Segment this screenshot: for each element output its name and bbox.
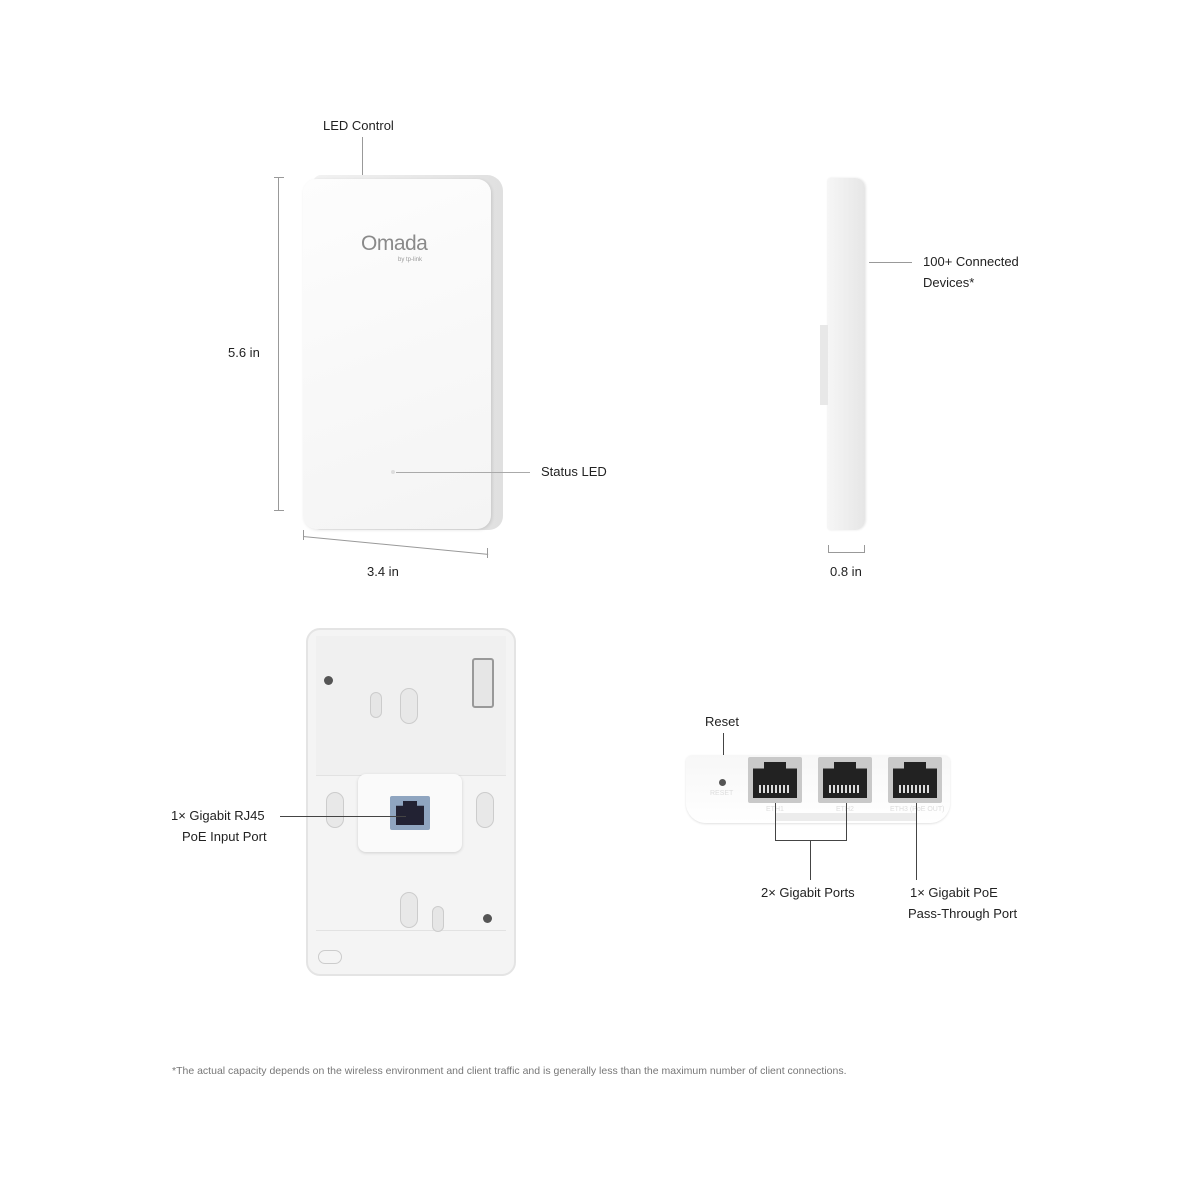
width-dimension-line [302, 536, 489, 555]
side-device [827, 178, 865, 530]
keyhole-slot [432, 906, 444, 932]
height-label: 5.6 in [228, 345, 260, 360]
screw-icon [324, 676, 333, 685]
mount-slot [476, 792, 494, 828]
led-control-leader [362, 137, 363, 177]
connected-label-line2: Devices* [923, 275, 975, 290]
gigabit-leader-stem [810, 840, 811, 880]
mount-latch [472, 658, 494, 708]
status-led-leader [396, 472, 530, 473]
mount-slot [326, 792, 344, 828]
footnote: *The actual capacity depends on the wire… [172, 1065, 847, 1077]
reset-print: RESET [710, 790, 734, 797]
label-window [318, 950, 342, 964]
brand-sublogo: by tp-link [398, 257, 423, 263]
port-print-1: ETH1 [766, 806, 784, 813]
gigabit-bracket [775, 840, 847, 841]
depth-label: 0.8 in [830, 564, 862, 579]
depth-tick-right [864, 545, 865, 553]
height-tick-bottom [274, 510, 284, 511]
back-device [306, 628, 516, 976]
ethernet-port-1 [748, 757, 802, 803]
height-dimension-line [278, 177, 279, 511]
led-control-label: LED Control [323, 118, 394, 133]
brand-logo: Omada [361, 232, 428, 255]
rj45-input-port [390, 796, 430, 830]
mount-slot [400, 688, 418, 724]
port-print-3: ETH3 (PoE OUT) [890, 806, 945, 813]
connected-leader [869, 262, 912, 263]
ethernet-port-3-poe-out [888, 757, 942, 803]
depth-tick-left [828, 545, 829, 553]
passthrough-leader [916, 803, 917, 880]
connected-label-line1: 100+ Connected [923, 254, 1019, 269]
reset-button [719, 779, 726, 786]
passthrough-label-line1: 1× Gigabit PoE [910, 885, 998, 900]
status-led-label: Status LED [541, 464, 607, 479]
port-print-2: ETH2 [836, 806, 854, 813]
screw-icon [483, 914, 492, 923]
front-device: Omada by tp-link [303, 175, 503, 530]
mount-slot [400, 892, 418, 928]
depth-dimension-line [828, 552, 865, 553]
status-led [391, 470, 395, 474]
keyhole-slot [370, 692, 382, 718]
port-cover [358, 774, 462, 852]
gigabit-leader-2 [846, 803, 847, 841]
width-tick-right [487, 548, 488, 558]
width-tick-left [303, 530, 304, 540]
rj45-leader [280, 816, 406, 817]
ethernet-port-2 [818, 757, 872, 803]
width-label: 3.4 in [367, 564, 399, 579]
passthrough-label-line2: Pass-Through Port [908, 906, 1018, 921]
height-tick-top [274, 177, 284, 178]
reset-label: Reset [705, 714, 739, 729]
side-mount-protrusion [820, 325, 828, 405]
gigabit-leader-1 [775, 803, 776, 841]
gigabit-ports-label: 2× Gigabit Ports [761, 885, 855, 900]
rj45-label-line2: PoE Input Port [182, 829, 267, 844]
rj45-label-line1: 1× Gigabit RJ45 [171, 808, 265, 823]
